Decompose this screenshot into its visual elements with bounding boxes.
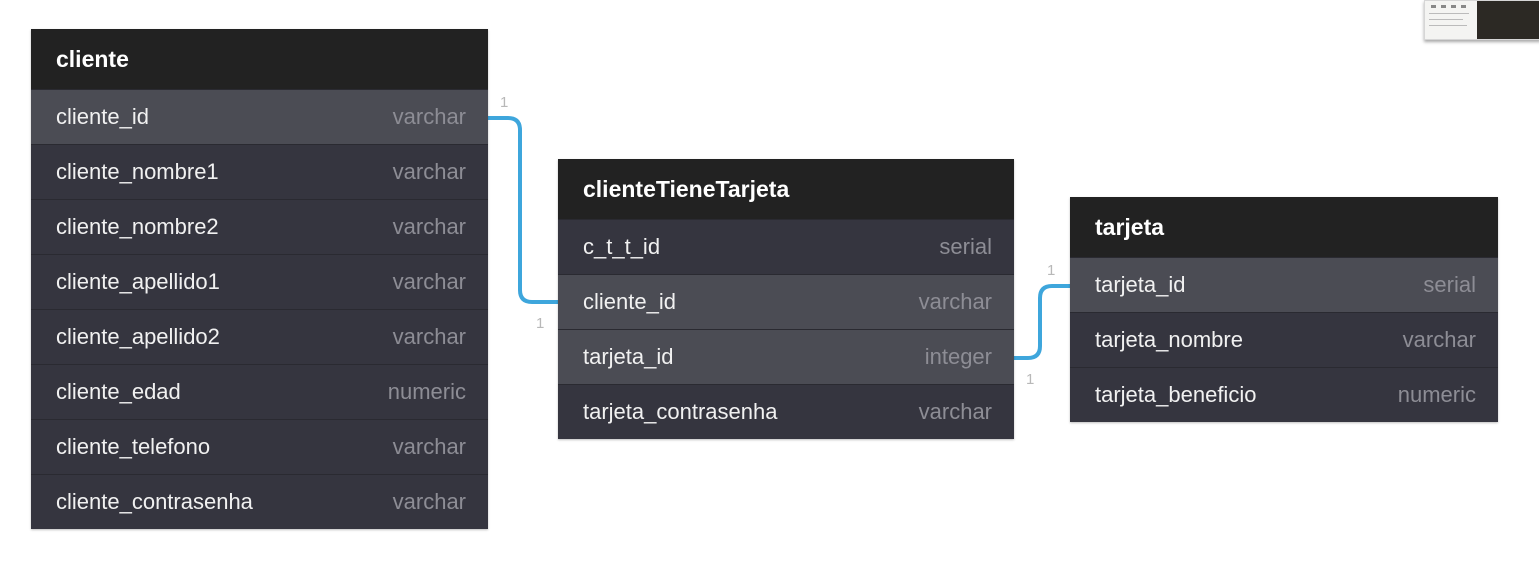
field-type: varchar <box>392 214 466 239</box>
field-type: varchar <box>392 489 466 514</box>
field-type: integer <box>924 344 992 369</box>
table-row[interactable]: cliente_id varchar <box>558 274 1014 329</box>
field-name: tarjeta_id <box>1095 272 1186 297</box>
field-type: varchar <box>918 399 992 424</box>
table-row[interactable]: cliente_contrasenha varchar <box>31 474 488 529</box>
field-type: varchar <box>918 289 992 314</box>
cardinality-label: 1 <box>536 315 544 332</box>
table-row[interactable]: cliente_id varchar <box>31 89 488 144</box>
field-name: cliente_apellido1 <box>56 269 220 294</box>
table-cliente[interactable]: cliente cliente_id varchar cliente_nombr… <box>31 29 488 529</box>
table-row[interactable]: cliente_nombre1 varchar <box>31 144 488 199</box>
table-row[interactable]: cliente_edad numeric <box>31 364 488 419</box>
field-type: varchar <box>1402 327 1476 352</box>
field-type: varchar <box>392 269 466 294</box>
table-row[interactable]: tarjeta_beneficio numeric <box>1070 367 1498 422</box>
table-row[interactable]: cliente_nombre2 varchar <box>31 199 488 254</box>
field-type: serial <box>939 234 992 259</box>
table-row[interactable]: tarjeta_contrasenha varchar <box>558 384 1014 439</box>
field-name: cliente_nombre1 <box>56 159 219 184</box>
link-cliente-to-clienteTieneTarjeta[interactable] <box>488 116 558 304</box>
table-row[interactable]: cliente_apellido1 varchar <box>31 254 488 309</box>
thumbnail-preview[interactable] <box>1424 0 1539 40</box>
table-row[interactable]: tarjeta_id serial <box>1070 257 1498 312</box>
table-row[interactable]: cliente_telefono varchar <box>31 419 488 474</box>
table-header[interactable]: tarjeta <box>1070 197 1498 257</box>
field-type: varchar <box>392 159 466 184</box>
table-header[interactable]: clienteTieneTarjeta <box>558 159 1014 219</box>
field-type: serial <box>1423 272 1476 297</box>
table-row[interactable]: c_t_t_id serial <box>558 219 1014 274</box>
field-name: tarjeta_nombre <box>1095 327 1243 352</box>
field-name: cliente_id <box>56 104 149 129</box>
cardinality-label: 1 <box>500 94 508 111</box>
field-name: tarjeta_id <box>583 344 674 369</box>
field-name: cliente_nombre2 <box>56 214 219 239</box>
cardinality-label: 1 <box>1047 262 1055 279</box>
field-name: cliente_apellido2 <box>56 324 220 349</box>
field-type: varchar <box>392 324 466 349</box>
table-row[interactable]: tarjeta_nombre varchar <box>1070 312 1498 367</box>
field-type: numeric <box>387 379 466 404</box>
field-type: varchar <box>392 434 466 459</box>
table-row[interactable]: tarjeta_id integer <box>558 329 1014 384</box>
field-name: cliente_id <box>583 289 676 314</box>
field-name: c_t_t_id <box>583 234 661 259</box>
field-type: numeric <box>1397 382 1476 407</box>
field-type: varchar <box>392 104 466 129</box>
field-name: cliente_edad <box>56 379 181 404</box>
field-name: tarjeta_beneficio <box>1095 382 1257 407</box>
table-row[interactable]: cliente_apellido2 varchar <box>31 309 488 364</box>
table-tarjeta[interactable]: tarjeta tarjeta_id serial tarjeta_nombre… <box>1070 197 1498 422</box>
field-name: tarjeta_contrasenha <box>583 399 778 424</box>
table-header[interactable]: cliente <box>31 29 488 89</box>
field-name: cliente_contrasenha <box>56 489 253 514</box>
cardinality-label: 1 <box>1026 371 1034 388</box>
field-name: cliente_telefono <box>56 434 211 459</box>
link-clienteTieneTarjeta-to-tarjeta[interactable] <box>1014 284 1070 360</box>
table-clienteTieneTarjeta[interactable]: clienteTieneTarjeta c_t_t_id serial clie… <box>558 159 1014 439</box>
